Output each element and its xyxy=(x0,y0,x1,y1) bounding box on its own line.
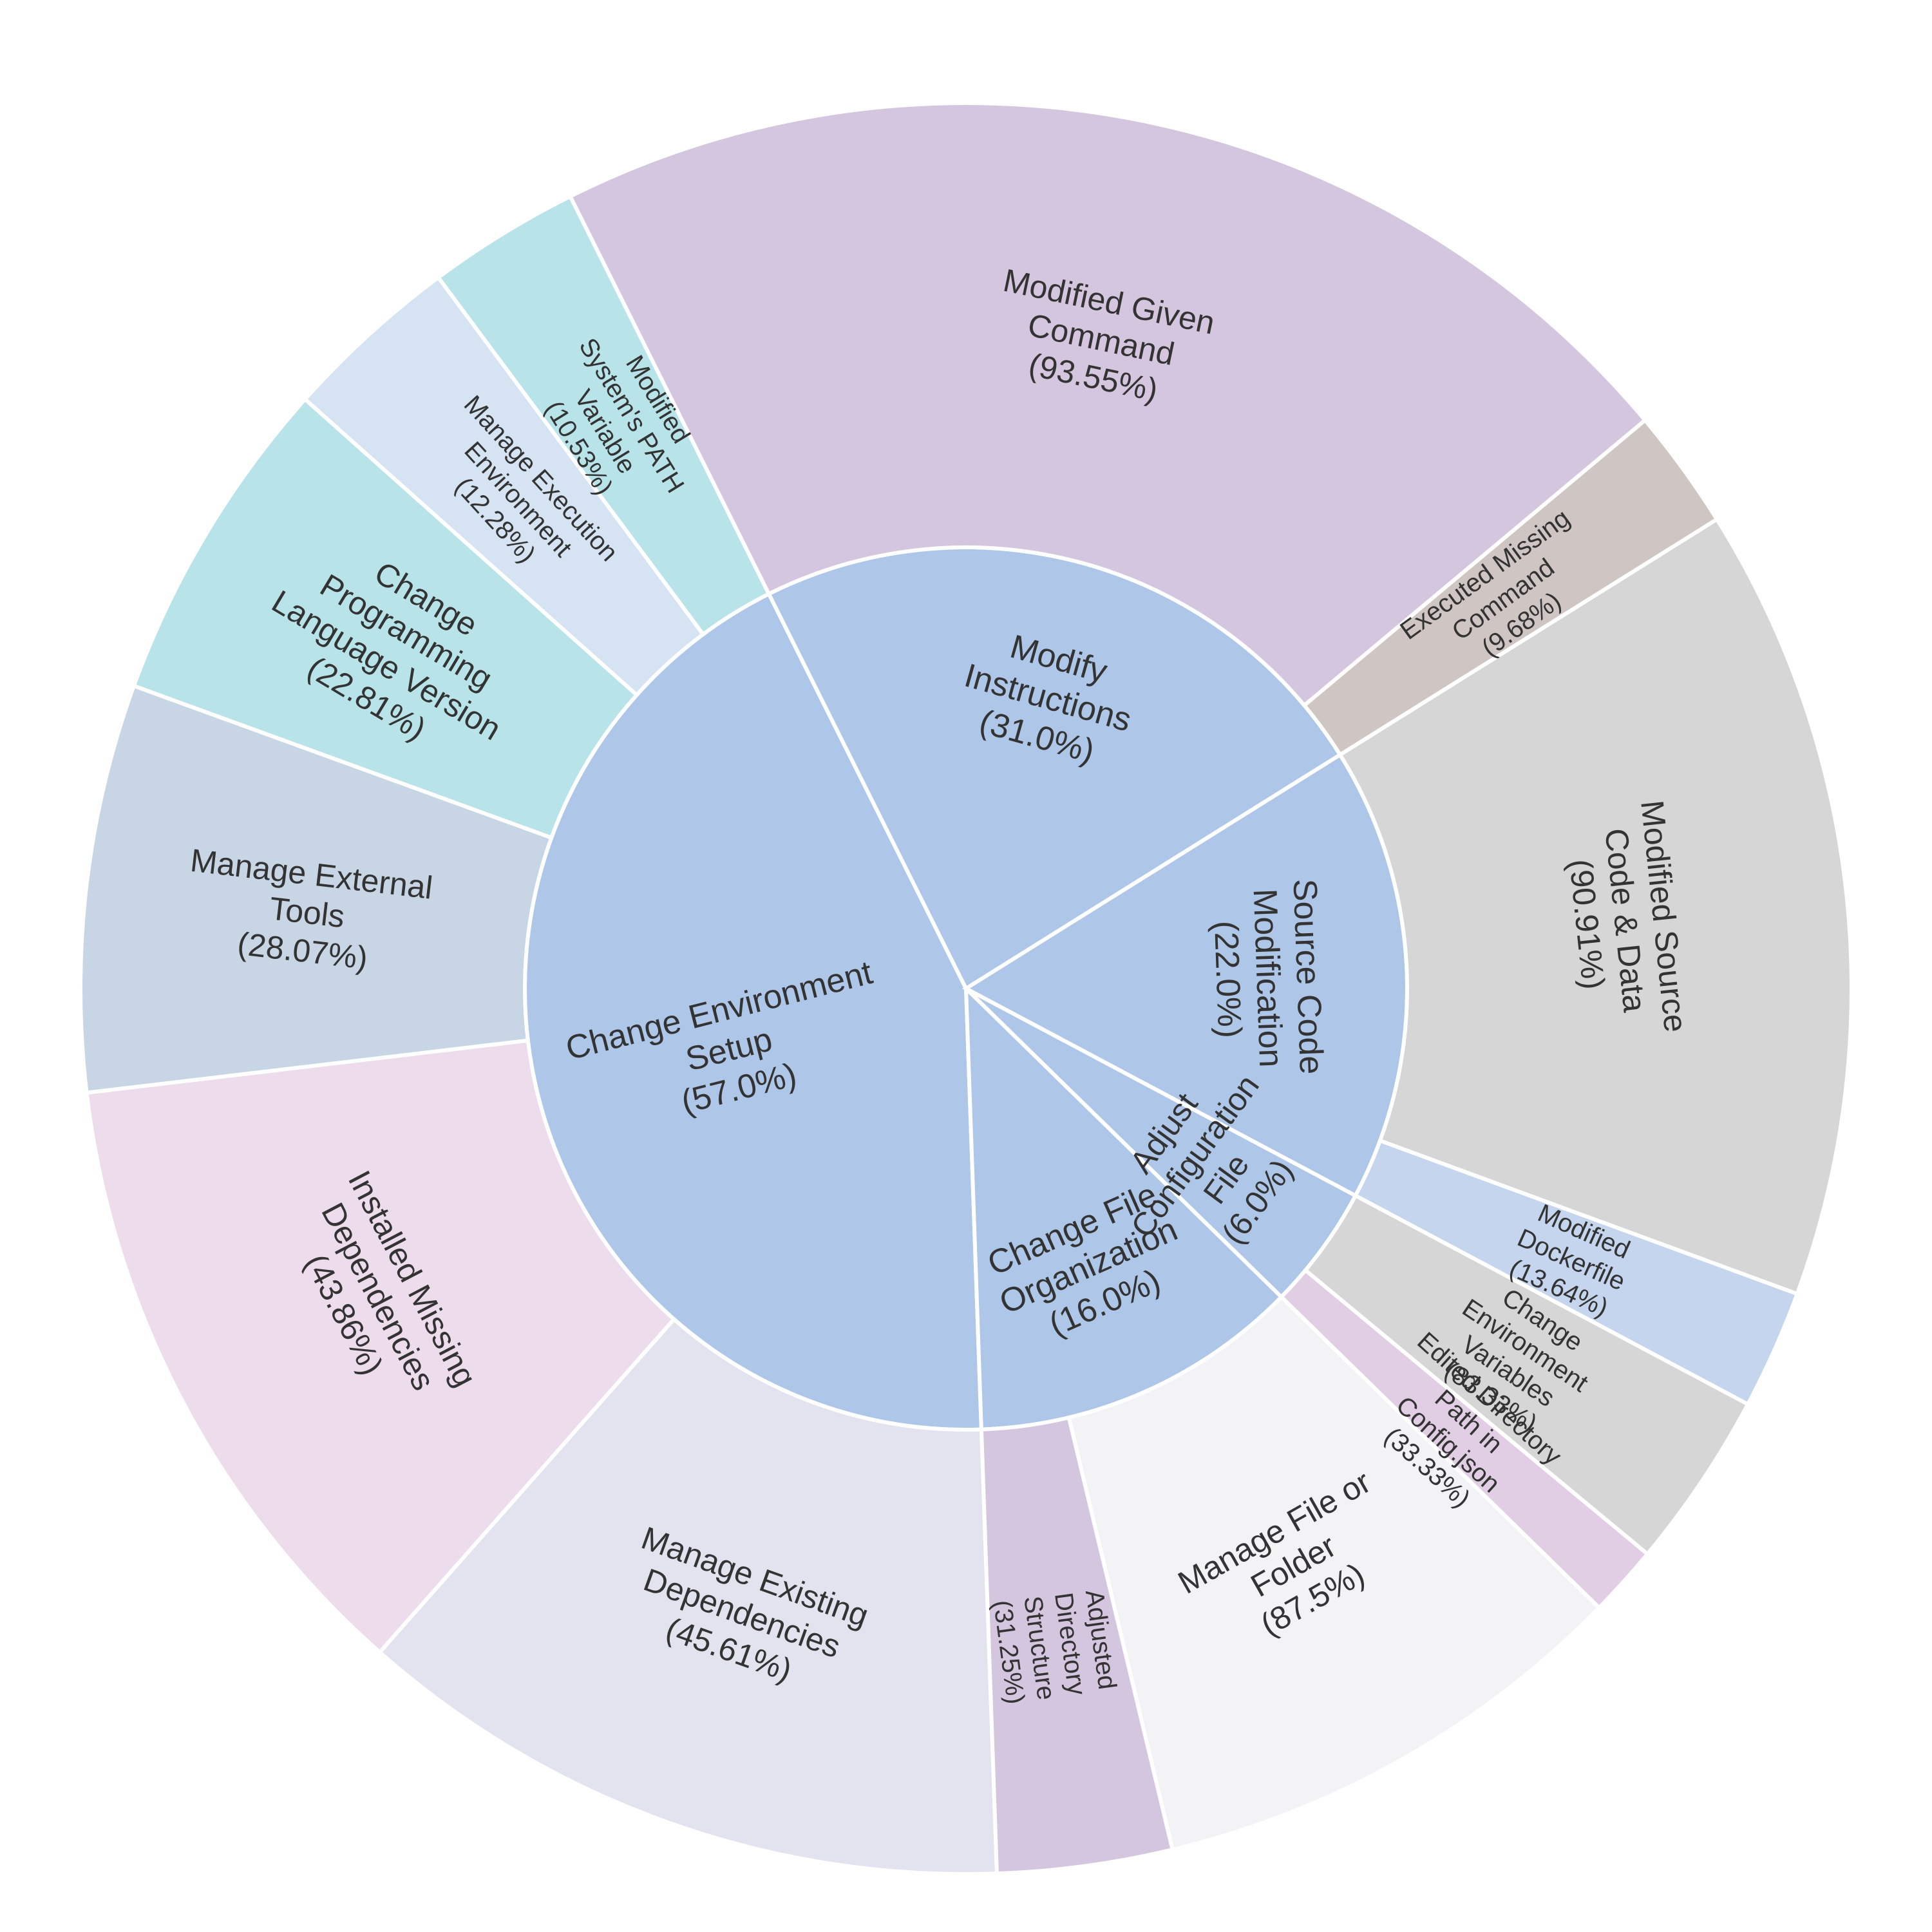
label-line: (22.0%) xyxy=(1207,920,1248,1039)
slice-installed-missing-dependencies[interactable] xyxy=(84,1038,677,1655)
label-line: Tools xyxy=(268,890,346,934)
slice-layer xyxy=(79,101,1853,1876)
slice-modified-source-code-data[interactable] xyxy=(1337,516,1853,1297)
slice-manage-file-or-folder[interactable] xyxy=(1066,1294,1602,1852)
label-source-code-modification: Source CodeModification(22.0%) xyxy=(1206,878,1330,1078)
label-change-environment-variables: ChangeEnvironmentVariables(83.33%) xyxy=(1423,1268,1610,1449)
slice-adjusted-directory-structure[interactable] xyxy=(979,1415,1175,1876)
label-adjusted-directory-structure: AdjustedDirectoryStructure(31.25%) xyxy=(988,1586,1122,1706)
slice-change-programming-language-version[interactable] xyxy=(131,396,639,840)
slice-manage-existing-dependencies[interactable] xyxy=(377,1316,999,1876)
slice-modified-given-command[interactable] xyxy=(567,101,1648,708)
label-line: Modification xyxy=(1246,888,1290,1068)
slice-manage-external-tools[interactable] xyxy=(79,683,554,1095)
label-line: Source Code xyxy=(1286,878,1331,1075)
